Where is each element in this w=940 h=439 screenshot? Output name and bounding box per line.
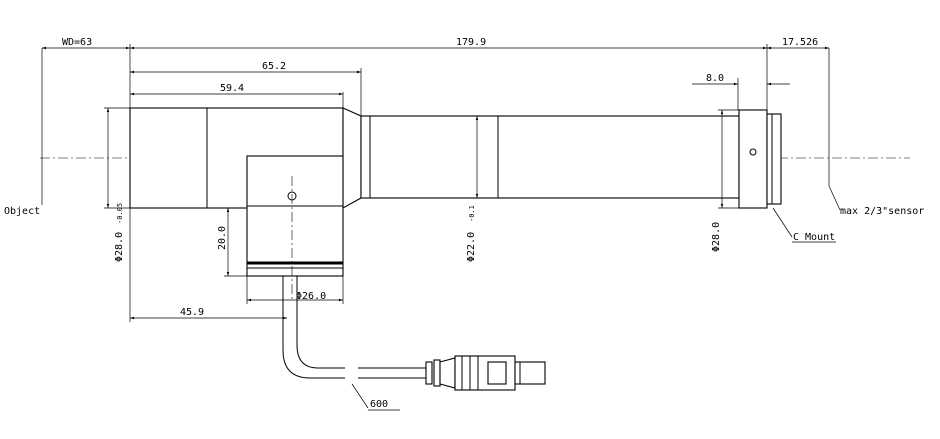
cable-connector — [425, 355, 546, 391]
object-label: Object — [4, 206, 40, 217]
dim-illuminator-offset: 45.9 — [180, 307, 204, 318]
dim-tube-tolerance: -0.1 — [468, 205, 476, 222]
dim-illuminator-height: 20.0 — [217, 226, 228, 250]
dim-26-group: Φ26.0 — [246, 276, 344, 304]
cone-transition — [342, 107, 362, 209]
cable — [282, 276, 426, 379]
illuminator-block — [246, 155, 344, 300]
dim-45-group: 45.9 — [129, 208, 287, 322]
top-dimension-row: WD=63 179.9 17.526 — [41, 37, 830, 205]
dim-back-focus: 17.526 — [782, 37, 818, 48]
dim-20-group: 20.0 — [217, 208, 247, 277]
dim-cable-length: 600 — [370, 399, 388, 410]
dim-mount-diameter-group: Φ28.0 — [711, 109, 739, 252]
cable-length-callout: 600 — [351, 383, 400, 411]
dim-front-diameter-group: Φ28.0 -0.05 — [104, 107, 130, 262]
dim-front-barrel: 59.4 — [220, 83, 244, 94]
dim-tube-diameter: Φ22.0 — [466, 232, 477, 262]
c-mount-callout: C Mount — [772, 207, 836, 243]
dim-mount-offset: 8.0 — [706, 73, 724, 84]
dim-mount-diameter: Φ28.0 — [711, 222, 722, 252]
mount-ring — [738, 109, 782, 209]
dim-59-group: 59.4 — [130, 83, 344, 110]
sensor-callout: max 2/3"sensor — [828, 185, 924, 217]
main-tube — [360, 115, 740, 199]
dim-tube-diameter-group: Φ22.0 -0.1 — [466, 116, 479, 262]
dim-65-group: 65.2 — [130, 61, 362, 116]
dim-wd: WD=63 — [62, 37, 92, 48]
c-mount-label: C Mount — [793, 232, 835, 243]
dim-illuminator-diameter: Φ26.0 — [296, 291, 326, 302]
sensor-label: max 2/3"sensor — [840, 206, 924, 217]
dim-front-diameter: Φ28.0 — [114, 232, 125, 262]
dim-total-length: 179.9 — [456, 37, 486, 48]
set-screw-icon — [749, 148, 757, 156]
dim-8-group: 8.0 — [692, 73, 790, 110]
dim-body-length: 65.2 — [262, 61, 286, 72]
dim-front-tolerance: -0.05 — [116, 203, 124, 224]
